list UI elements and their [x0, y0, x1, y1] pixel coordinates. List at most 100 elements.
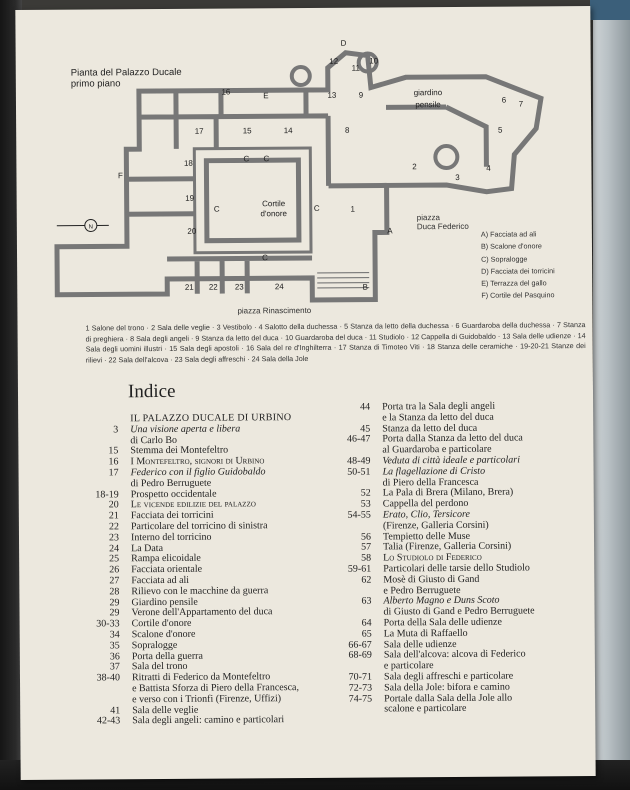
index-page-number: 23: [108, 532, 120, 544]
index-entry-text: Porta della guerra: [131, 650, 203, 662]
room-label: N: [89, 224, 93, 230]
index-entry-text: scalone e particolare: [384, 703, 467, 715]
index-page-number: 29: [109, 596, 120, 608]
index-entry-text: di Carlo Bo: [130, 434, 178, 446]
index-entry-text: Sala delle veglie: [132, 704, 199, 716]
index-page-number: 62: [361, 574, 372, 586]
index-page-number: 28: [109, 586, 120, 598]
index-page-number: 15: [108, 445, 119, 457]
index-entry-text: Giardino pensile: [131, 596, 198, 608]
room-label: C: [314, 204, 320, 213]
index-page-number: 36: [109, 650, 120, 662]
index-entry-text: e Pedro Berruguete: [383, 584, 461, 597]
index-page-number: 59-61: [347, 563, 372, 575]
room-label: 2: [412, 162, 417, 171]
room-label: d'onore: [260, 209, 287, 218]
room-label: 22: [209, 283, 219, 292]
index-page-number: 26: [109, 564, 120, 576]
index-page-number: 20: [108, 499, 119, 511]
room-label: D: [341, 39, 347, 48]
index-entry-text: Cappella del perdono: [382, 498, 469, 510]
room-label: 10: [369, 56, 379, 65]
legend-item: B) Scalone d'onore: [480, 241, 542, 252]
index-page-number: 56: [360, 531, 372, 543]
room-label: C: [263, 154, 269, 163]
index-entry-text: Erato, Clio, Tersicore: [382, 508, 470, 521]
index-page-number: 46-47: [346, 433, 371, 446]
room-label: 6: [502, 96, 507, 105]
room-label: 15: [243, 126, 253, 135]
piazza-federico-label: piazza Duca Federico: [417, 213, 469, 231]
index-entry-text: Cortile d'onore: [131, 617, 192, 630]
piazza-federico-line1: piazza: [416, 213, 440, 223]
index-entry-text: Interno del torricino: [130, 531, 212, 543]
index-page-number: 38-40: [96, 672, 121, 684]
room-label: 24: [275, 282, 285, 291]
legend-item: C) Sopralogge: [481, 254, 528, 264]
index-page-number: 70-71: [348, 671, 373, 683]
index-page-number: 21: [108, 510, 119, 522]
index-entry-text: di Pedro Berruguete: [130, 477, 212, 490]
index-entry-text: Facciata orientale: [131, 563, 203, 576]
room-label: 20: [187, 227, 197, 236]
index-page-number: 72-73: [348, 682, 373, 694]
index-entry-text: Rampa elicoidale: [131, 553, 201, 565]
room-label: 23: [235, 282, 245, 291]
room-label: F: [118, 171, 123, 180]
index-entry-text: Sala delle udienze: [383, 638, 457, 650]
index-page-number: 68-69: [348, 649, 372, 662]
room-label: Cortile: [262, 199, 286, 208]
index-page-number: 27: [109, 575, 120, 587]
index-page-number: 64: [361, 617, 372, 629]
room-label: 1: [350, 205, 355, 214]
room-label: giardino: [414, 88, 443, 97]
index-page-number: 74-75: [348, 693, 373, 705]
index-page-number: 22: [108, 521, 119, 533]
index-page-number: 54-55: [347, 509, 371, 521]
cortile-outline: [203, 157, 302, 244]
piazza-federico-line2: Duca Federico: [416, 221, 469, 232]
legend-item: F) Cortile del Pasquino: [481, 290, 555, 301]
index-page-number: 17: [108, 467, 119, 479]
room-label: C: [214, 205, 220, 214]
index-page-number: 48-49: [347, 455, 371, 467]
index-page-number: 45: [360, 423, 371, 435]
index-page-number: 58: [361, 552, 372, 564]
index-entry-text: Sala del trono: [131, 661, 188, 673]
room-label: 11: [352, 64, 361, 73]
room-label: 19: [185, 194, 195, 203]
room-label: 12: [329, 57, 339, 66]
room-label: 13: [327, 91, 337, 100]
index-entry-text: Prospetto occidentale: [130, 488, 217, 500]
room-label: 4: [486, 164, 491, 173]
index-entry-text: e particolare: [383, 660, 434, 672]
room-label: 8: [345, 126, 350, 135]
room-label: C: [262, 253, 268, 262]
index-page-number: 41: [110, 704, 121, 716]
room-label: 7: [519, 99, 524, 108]
index-page-number: 25: [109, 553, 120, 565]
index-entry: scalone e particolare: [334, 702, 584, 715]
index-page-number: 50-51: [347, 466, 371, 478]
index-title: Indice: [127, 380, 176, 403]
plan-caption: 1 Salone del trono · 2 Sala delle veglie…: [85, 320, 586, 365]
index-entry-text: Tempietto delle Muse: [382, 530, 471, 543]
index-page-number: 16: [108, 456, 119, 468]
index-page-number: 35: [109, 640, 120, 652]
room-label: 21: [185, 283, 195, 292]
room-label: 16: [221, 88, 231, 97]
room-label: 14: [284, 126, 294, 135]
book-cover-edge: [593, 0, 630, 790]
book-cover-corner: [590, 0, 630, 20]
index-entry-text: La Data: [131, 542, 164, 554]
room-label: 18: [184, 159, 194, 168]
room-label: pensile: [415, 100, 441, 109]
legend-item: E) Terrazza del gallo: [481, 278, 547, 288]
index-page-number: 29: [109, 607, 120, 619]
room-label: A: [387, 226, 393, 235]
